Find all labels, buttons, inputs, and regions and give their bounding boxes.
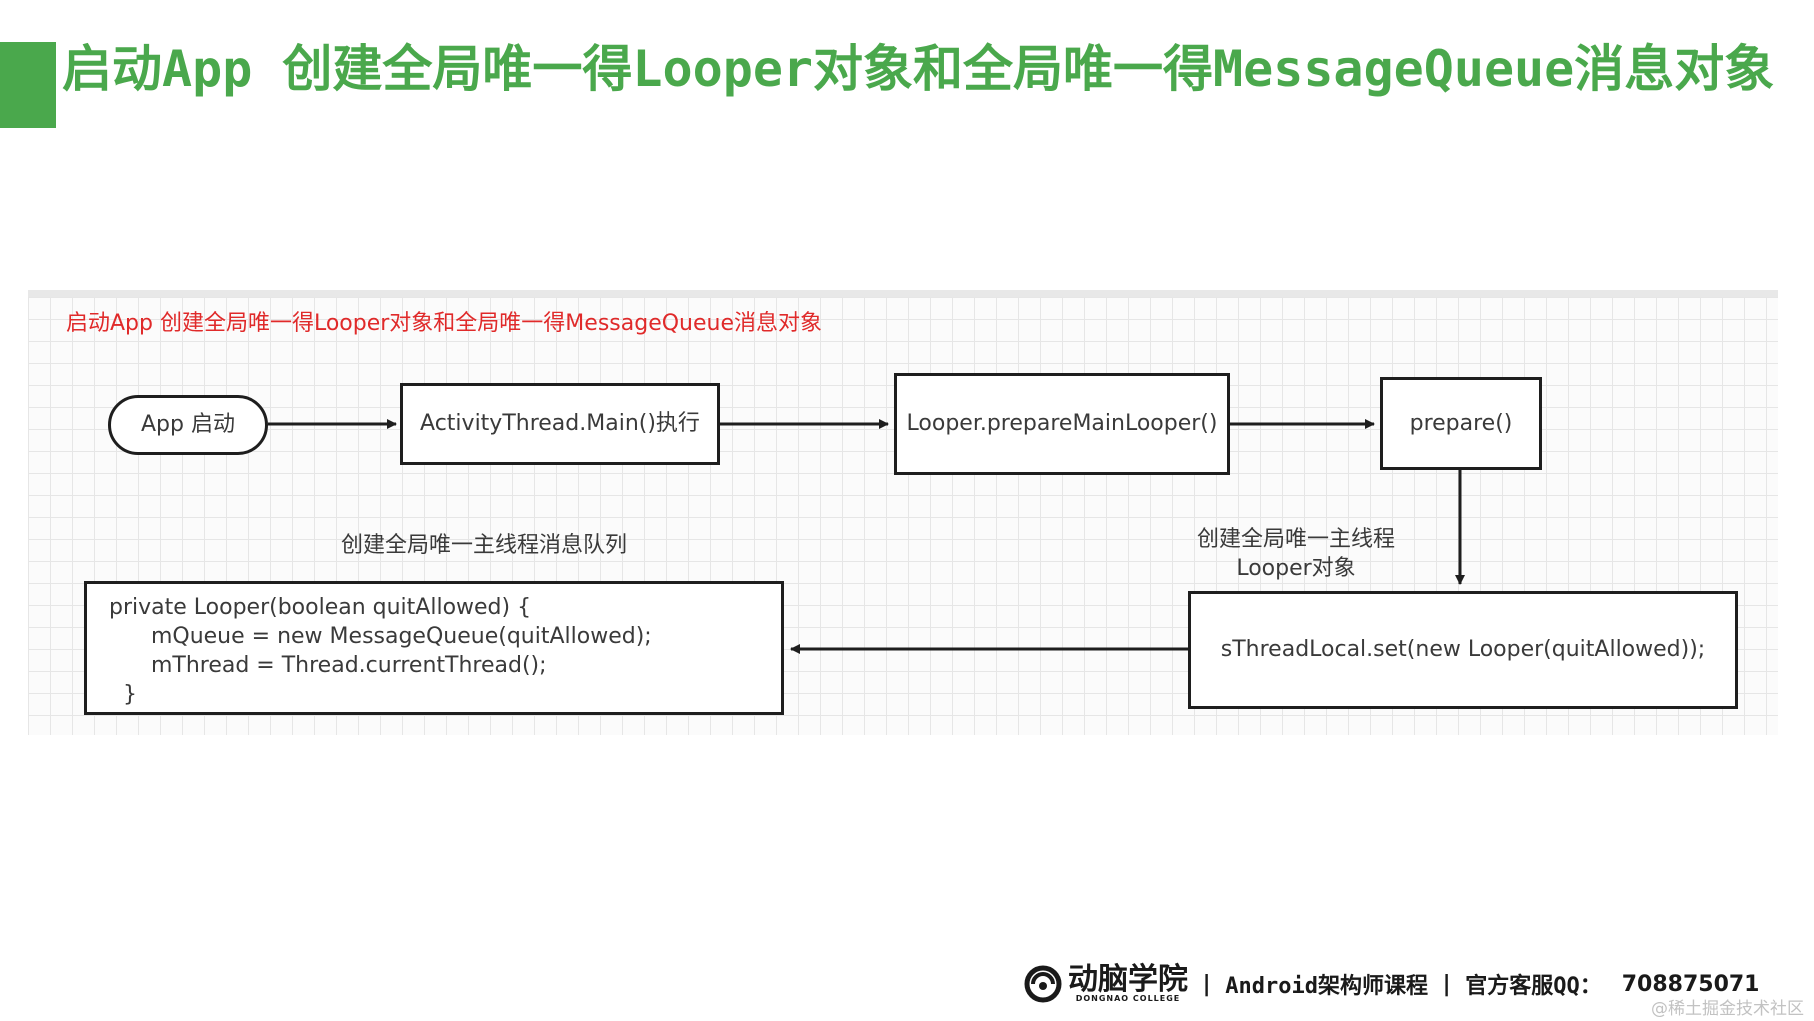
node-prepare-main-looper: Looper.prepareMainLooper() xyxy=(894,373,1230,475)
dongnao-logo-icon xyxy=(1024,965,1062,1003)
slide-title: 启动App 创建全局唯一得Looper对象和全局唯一得MessageQueue消… xyxy=(62,40,1775,98)
footer-branding: 动脑学院 DONGNAO COLLEGE | Android架构师课程 | 官方… xyxy=(1022,964,1760,1004)
diagram-annotation: 启动App 创建全局唯一得Looper对象和全局唯一得MessageQueue消… xyxy=(66,311,823,336)
footer-qq-number: 708875071 xyxy=(1621,971,1760,997)
logo-wordmark: 动脑学院 DONGNAO COLLEGE xyxy=(1068,965,1188,1003)
title-accent-bar xyxy=(0,42,56,128)
logo-cn: 动脑学院 xyxy=(1068,962,1188,997)
watermark: @稀土掘金技术社区 xyxy=(1651,999,1804,1019)
node-activitythread-main: ActivityThread.Main()执行 xyxy=(400,383,720,465)
logo-en: DONGNAO COLLEGE xyxy=(1075,994,1181,1003)
node-app-start: App 启动 xyxy=(108,395,268,455)
label-create-queue: 创建全局唯一主线程消息队列 xyxy=(340,533,627,558)
label-create-looper: 创建全局唯一主线程Looper对象 xyxy=(1196,527,1395,581)
footer-separator: | xyxy=(1200,971,1214,997)
footer-course: Android架构师课程 xyxy=(1225,974,1428,999)
node-threadlocal-set: sThreadLocal.set(new Looper(quitAllowed)… xyxy=(1188,591,1738,709)
flow-diagram: 启动App 创建全局唯一得Looper对象和全局唯一得MessageQueue消… xyxy=(28,290,1778,735)
node-prepare: prepare() xyxy=(1380,377,1542,470)
diagram-connectors xyxy=(268,419,1465,654)
footer-separator-2: | xyxy=(1439,971,1454,997)
node-looper-constructor: private Looper(boolean quitAllowed) { mQ… xyxy=(84,581,784,715)
footer-qq-label: 官方客服QQ： xyxy=(1465,974,1602,999)
